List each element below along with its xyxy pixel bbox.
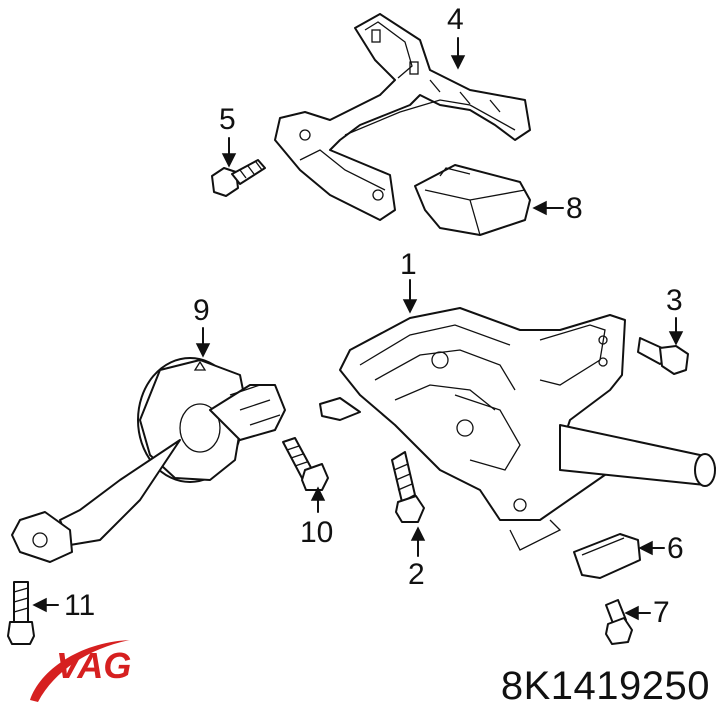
logo-swoosh	[30, 640, 130, 702]
bolt-5	[211, 159, 266, 197]
callout-10: 10	[300, 516, 334, 549]
logo-text: VAG	[56, 645, 131, 686]
callout-11: 11	[64, 589, 96, 622]
leader-lines	[32, 37, 684, 621]
callout-9: 9	[193, 294, 210, 327]
callout-3: 3	[666, 284, 683, 317]
intermediate-shaft-9	[11, 357, 286, 563]
callout-8: 8	[566, 192, 583, 225]
bracket-part	[274, 13, 531, 221]
bolt-2	[391, 451, 425, 523]
vag-logo: VAG	[30, 640, 131, 702]
callout-7: 7	[653, 596, 670, 629]
steering-column-1	[319, 307, 716, 551]
callout-4: 4	[447, 3, 464, 36]
callout-6: 6	[667, 532, 684, 565]
bolt-3	[637, 337, 689, 375]
callout-2: 2	[408, 558, 425, 591]
screw-7	[605, 599, 633, 645]
callout-1: 1	[400, 248, 417, 281]
bolt-11	[7, 581, 35, 645]
bolt-10	[282, 437, 329, 491]
module-8	[414, 164, 531, 236]
callout-5: 5	[219, 103, 236, 136]
part-number: 8K1419250	[500, 664, 710, 708]
cover-6	[573, 533, 641, 579]
